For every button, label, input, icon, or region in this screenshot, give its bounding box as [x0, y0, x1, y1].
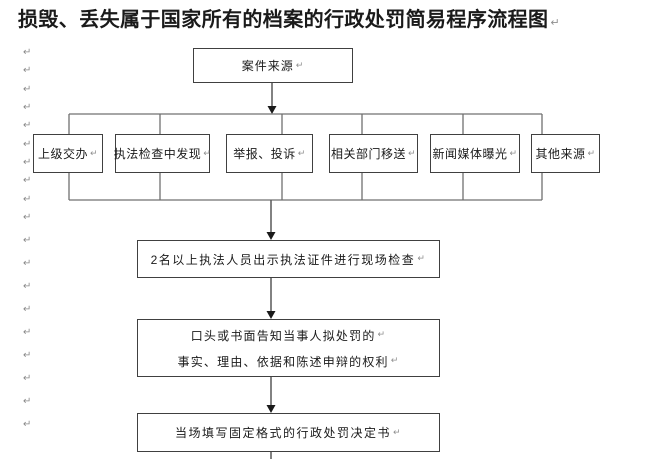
- flow-box-label: 执法检查中发现: [113, 147, 202, 161]
- flow-box-label: 新闻媒体曝光: [432, 147, 508, 161]
- paragraph-return-icon: ↵: [23, 84, 32, 95]
- flow-box-label: 其他来源: [535, 147, 586, 161]
- paragraph-return-icon: ↵: [203, 148, 212, 159]
- paragraph-return-icon: ↵: [23, 157, 32, 168]
- paragraph-return-icon: ↵: [407, 148, 417, 159]
- paragraph-return-icon: ↵: [392, 427, 403, 438]
- flow-box-label-line1: 口头或书面告知当事人拟处罚的: [190, 328, 376, 343]
- flow-box-label: 2名以上执法人员出示执法证件进行现场检查: [150, 252, 416, 267]
- arrowhead-icon: [266, 405, 276, 413]
- paragraph-return-icon: ↵: [23, 258, 32, 269]
- paragraph-return-icon: ↵: [295, 60, 305, 71]
- paragraph-return-icon: ↵: [587, 148, 596, 159]
- paragraph-return-icon: ↵: [23, 175, 32, 186]
- paragraph-return-icon: ↵: [23, 65, 32, 76]
- paragraph-return-icon: ↵: [23, 396, 32, 407]
- flow-box-label: 举报、投诉: [233, 147, 296, 161]
- flow-box-source-superior: 上级交办↵: [33, 134, 103, 173]
- flow-box-source-inspection: 执法检查中发现↵: [113, 134, 212, 173]
- flow-box-onsite-inspection: 2名以上执法人员出示执法证件进行现场检查↵: [137, 240, 440, 278]
- paragraph-return-icon: ↵: [23, 373, 32, 384]
- paragraph-return-icon: ↵: [23, 102, 32, 113]
- paragraph-return-icon: ↵: [23, 281, 32, 292]
- paragraph-return-icon: ↵: [390, 356, 400, 366]
- flow-box-source-other: 其他来源↵: [531, 134, 600, 173]
- flow-box-notify-rights: 口头或书面告知当事人拟处罚的↵ 事实、理由、依据和陈述申辩的权利↵: [137, 319, 440, 377]
- paragraph-return-icon: ↵: [23, 120, 32, 131]
- arrowhead-icon: [267, 106, 277, 114]
- arrowhead-icon: [266, 311, 276, 319]
- paragraph-return-icon: ↵: [377, 330, 387, 340]
- paragraph-return-icon: ↵: [297, 148, 306, 159]
- paragraph-return-icon: ↵: [23, 212, 32, 223]
- paragraph-return-icon: ↵: [23, 139, 32, 150]
- flow-box-decision-document: 当场填写固定格式的行政处罚决定书↵: [137, 413, 440, 452]
- page-title-text: 损毁、丢失属于国家所有的档案的行政处罚简易程序流程图: [18, 9, 549, 31]
- paragraph-return-icon: ↵: [23, 235, 32, 246]
- paragraph-return-icon: ↵: [550, 16, 561, 29]
- paragraph-return-icon: ↵: [89, 148, 99, 159]
- paragraph-return-icon: ↵: [417, 254, 427, 264]
- flow-box-label: 当场填写固定格式的行政处罚决定书: [174, 426, 391, 440]
- flow-box-source-media: 新闻媒体曝光↵: [430, 134, 520, 173]
- arrowhead-icon: [266, 232, 276, 240]
- flow-box-case-source: 案件来源↵: [193, 48, 353, 83]
- paragraph-return-icon: ↵: [23, 47, 32, 58]
- paragraph-return-icon: ↵: [509, 148, 518, 159]
- paragraph-return-icon: ↵: [23, 419, 32, 430]
- flow-box-source-transfer: 相关部门移送↵: [329, 134, 418, 173]
- flow-box-label: 上级交办: [37, 147, 88, 161]
- paragraph-return-icon: ↵: [23, 350, 32, 361]
- flow-box-label-line2: 事实、理由、依据和陈述申辩的权利: [177, 354, 389, 369]
- paragraph-return-icon: ↵: [23, 194, 32, 205]
- flow-box-label: 案件来源: [241, 59, 294, 73]
- paragraph-return-icon: ↵: [23, 304, 32, 315]
- page-title: 损毁、丢失属于国家所有的档案的行政处罚简易程序流程图↵: [18, 3, 560, 32]
- flow-box-source-complaint: 举报、投诉↵: [226, 134, 313, 173]
- paragraph-return-icon: ↵: [23, 327, 32, 338]
- flow-box-label: 相关部门移送: [330, 147, 406, 161]
